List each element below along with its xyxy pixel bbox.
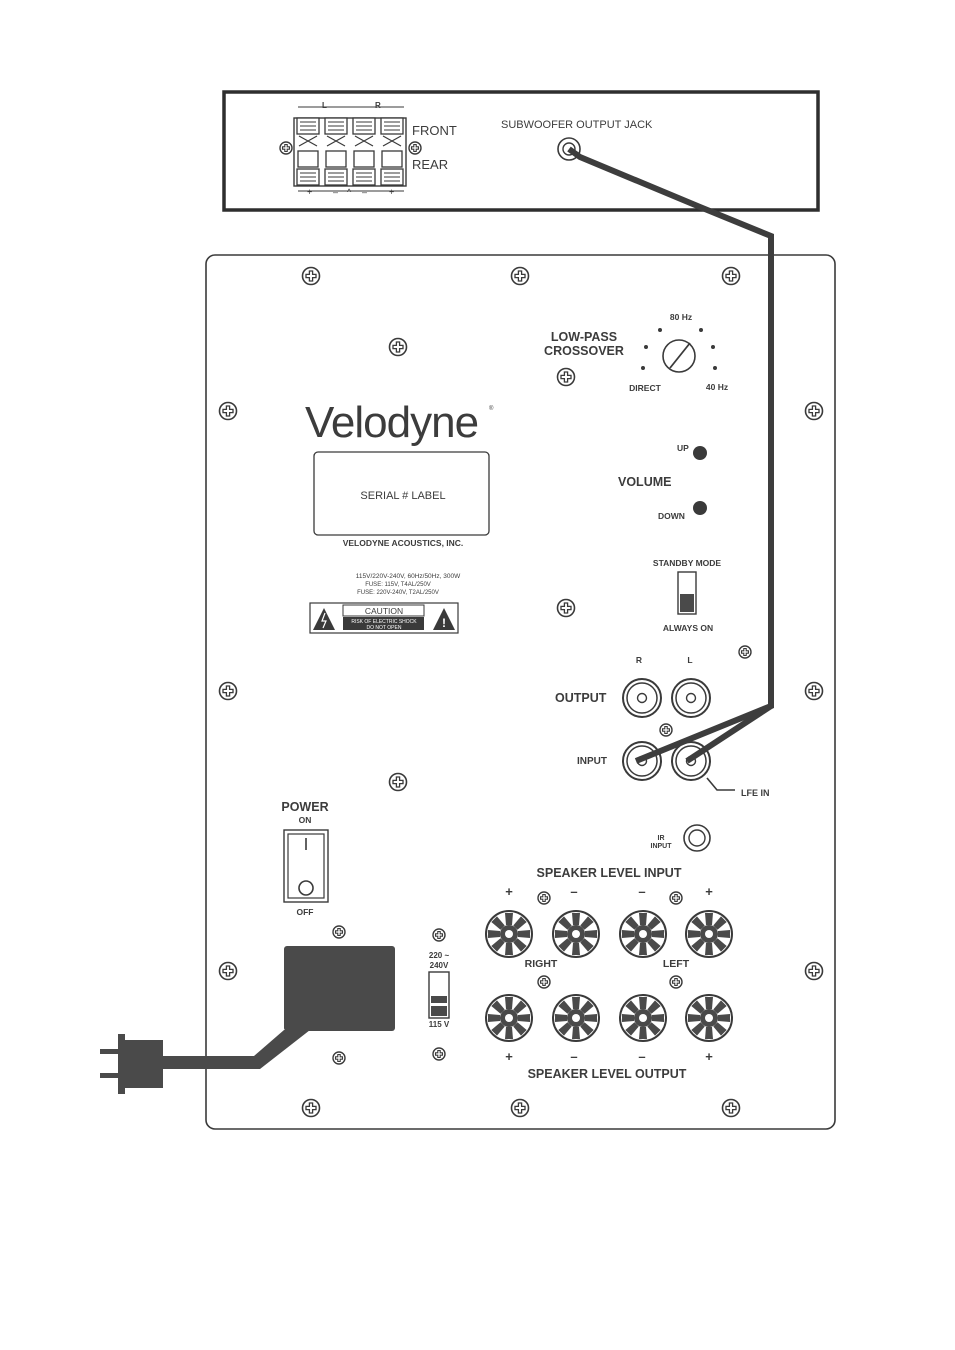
volume-up-label: UP — [677, 443, 689, 453]
brand-mark: ® — [489, 405, 494, 412]
ir-label-2: INPUT — [651, 843, 673, 850]
spk-out-right-plus[interactable] — [485, 994, 533, 1042]
power-inlet — [284, 946, 395, 1031]
receiver-rear-panel: L R FRONT REAR + – ^ – + SUBWOOFER OUTPU… — [222, 90, 820, 212]
spk-out-minus-2: – — [638, 1049, 645, 1064]
voltage-low-label: 115 V — [429, 1020, 450, 1029]
polarity-1: + — [307, 187, 312, 197]
caution-title: CAUTION — [365, 606, 403, 616]
power-plug-icon — [122, 1040, 163, 1088]
spk-in-left-plus[interactable] — [685, 910, 733, 958]
fuse-rating-1: FUSE: 115V, T4AL/250V — [365, 582, 431, 588]
speaker-level-output-label: SPEAKER LEVEL OUTPUT — [528, 1067, 687, 1081]
voltage-selector[interactable] — [428, 971, 450, 1019]
serial-label: SERIAL # LABEL — [360, 490, 445, 502]
spk-out-minus-1: – — [570, 1049, 577, 1064]
spk-out-right-minus[interactable] — [552, 994, 600, 1042]
channel-label-l: L — [322, 101, 327, 110]
polarity-2: – — [333, 187, 338, 197]
ir-input-jack[interactable] — [683, 824, 711, 852]
crossover-80hz: 80 Hz — [670, 312, 692, 322]
crossover-label-2: CROSSOVER — [544, 344, 624, 358]
spk-in-right-minus[interactable] — [552, 910, 600, 958]
subwoofer-rear-panel: Velodyne ® SERIAL # LABEL VELODYNE ACOUS… — [205, 254, 836, 1130]
company-name: VELODYNE ACOUSTICS, INC. — [343, 538, 464, 548]
standby-mode-label: STANDBY MODE — [653, 558, 721, 568]
receiver-speaker-terminals: L R FRONT REAR + – ^ – + — [279, 101, 457, 197]
electric-shock-icon — [313, 608, 335, 630]
warning-icon — [433, 608, 455, 630]
rca-r-label: R — [636, 655, 642, 665]
output-r-jack[interactable] — [622, 678, 662, 718]
polarity-4: – — [362, 187, 367, 197]
power-rating: 115V/220V-240V, 60Hz/50Hz, 300W — [356, 573, 461, 580]
caution-label: ! CAUTION RISK OF ELECTRIC SHOCK DO NOT … — [309, 602, 459, 634]
crossover-direct: DIRECT — [629, 383, 661, 393]
fuse-rating-2: FUSE: 220V-240V, T2AL/250V — [357, 590, 439, 596]
rca-l-label: L — [687, 655, 692, 665]
power-on-label: ON — [299, 815, 312, 825]
polarity-5: + — [389, 187, 394, 197]
spk-out-plus-2: + — [705, 1049, 713, 1064]
input-label: INPUT — [577, 756, 607, 767]
polarity-3: ^ — [347, 187, 352, 197]
spk-in-plus-1: + — [505, 884, 513, 899]
power-label: POWER — [281, 800, 328, 814]
caution-line-1: RISK OF ELECTRIC SHOCK — [351, 619, 417, 625]
caution-line-2: DO NOT OPEN — [367, 625, 402, 631]
power-off-label: OFF — [297, 907, 314, 917]
svg-text:!: ! — [442, 616, 446, 630]
lfe-in-label: LFE IN — [741, 788, 770, 798]
sub-output-jack-label: SUBWOOFER OUTPUT JACK — [501, 119, 653, 131]
volume-label: VOLUME — [618, 475, 671, 489]
volume-down-label: DOWN — [658, 511, 685, 521]
speaker-level-input-label: SPEAKER LEVEL INPUT — [537, 866, 682, 880]
power-cord — [100, 1030, 310, 1094]
crossover-label-1: LOW-PASS — [551, 330, 617, 344]
crossover-knob[interactable] — [641, 328, 717, 373]
always-on-label: ALWAYS ON — [663, 623, 713, 633]
spk-in-minus-2: – — [638, 884, 645, 899]
voltage-high-label: 220 ~ — [429, 951, 450, 960]
channel-label-r: R — [375, 101, 381, 110]
volume-down-button[interactable] — [693, 501, 707, 515]
spk-out-left-plus[interactable] — [685, 994, 733, 1042]
subwoofer-cable — [567, 146, 774, 764]
spk-in-minus-1: – — [570, 884, 577, 899]
right-label: RIGHT — [525, 958, 558, 970]
volume-up-button[interactable] — [693, 446, 707, 460]
standby-switch[interactable] — [677, 571, 697, 615]
spk-in-right-plus[interactable] — [485, 910, 533, 958]
spk-in-plus-2: + — [705, 884, 713, 899]
left-label: LEFT — [663, 958, 690, 970]
crossover-40hz: 40 Hz — [706, 382, 728, 392]
rear-label: REAR — [412, 157, 448, 172]
output-l-jack[interactable] — [671, 678, 711, 718]
serial-label-box — [313, 451, 490, 536]
brand-logo: Velodyne — [305, 398, 478, 447]
ir-label-1: IR — [658, 835, 665, 842]
power-switch[interactable] — [283, 829, 329, 903]
output-label: OUTPUT — [555, 691, 607, 705]
spk-out-plus-1: + — [505, 1049, 513, 1064]
voltage-high-label-2: 240V — [430, 961, 449, 970]
front-label: FRONT — [412, 123, 457, 138]
spk-in-left-minus[interactable] — [619, 910, 667, 958]
spk-out-left-minus[interactable] — [619, 994, 667, 1042]
